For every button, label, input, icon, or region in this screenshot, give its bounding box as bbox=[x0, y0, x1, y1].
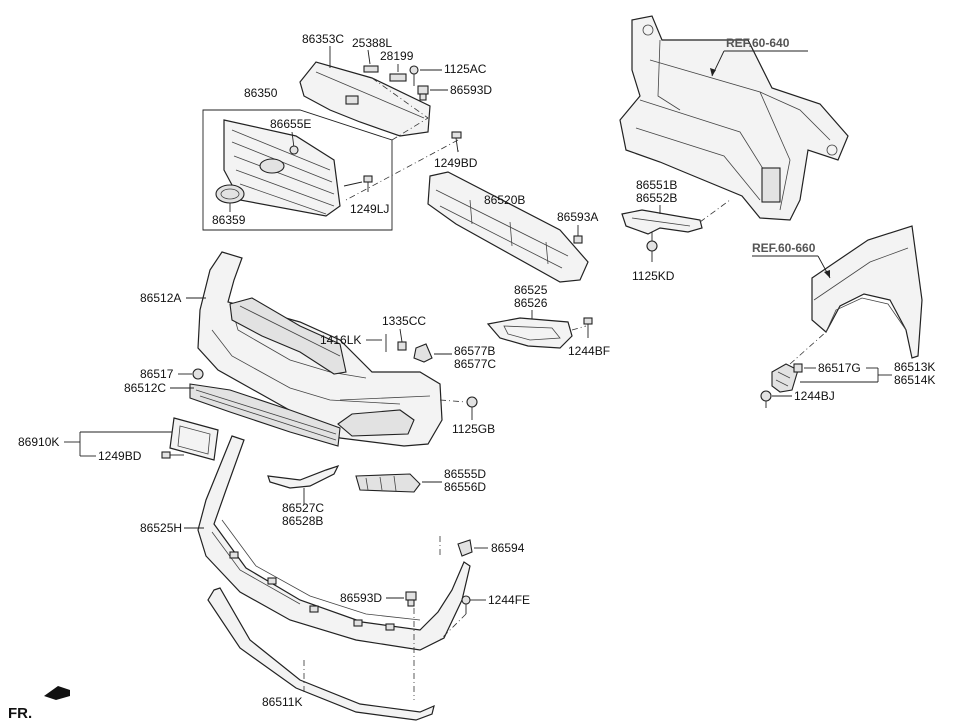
ref-60-640-label: REF.60-640 bbox=[726, 36, 790, 50]
label-86593d-low: 86593D bbox=[340, 591, 382, 605]
label-86552b: 86552B bbox=[636, 191, 677, 205]
upper-cover-86353c bbox=[299, 61, 431, 137]
ref-60-660-label: REF.60-660 bbox=[752, 241, 816, 255]
clip-25388l bbox=[363, 65, 379, 73]
screw-1244bf-icon bbox=[583, 317, 593, 338]
screw-1249bd-top: 1249BD bbox=[434, 131, 478, 170]
label-1244fe: 1244FE bbox=[488, 593, 530, 607]
lower-strip-86511k bbox=[207, 587, 435, 721]
label-86577b: 86577B bbox=[454, 344, 495, 358]
label-86910k: 86910K bbox=[18, 435, 59, 449]
label-86555d: 86555D bbox=[444, 467, 486, 481]
bolt-1125kd-icon bbox=[646, 240, 658, 262]
label-86528b: 86528B bbox=[282, 514, 323, 528]
clip-1335cc-icon bbox=[397, 341, 407, 351]
fog-lamp-bezel bbox=[486, 317, 573, 349]
clip-86593a-icon bbox=[573, 235, 583, 244]
label-1125gb: 1125GB bbox=[452, 422, 495, 436]
label-86525: 86525 bbox=[514, 283, 548, 297]
radiator-support-assembly bbox=[619, 15, 849, 221]
label-86526: 86526 bbox=[514, 296, 548, 310]
energy-absorber-86520b bbox=[427, 171, 589, 283]
label-1249bd-top: 1249BD bbox=[434, 156, 478, 170]
bolt-1244bj-icon bbox=[760, 390, 772, 408]
bolt-1125gb-icon bbox=[466, 396, 478, 420]
labels-86353c-group: 86353C 25388L 28199 1125AC 86593D bbox=[302, 32, 492, 101]
label-1335cc: 1335CC bbox=[382, 314, 426, 328]
label-86513k: 86513K bbox=[894, 360, 935, 374]
clip-86517g-icon bbox=[793, 363, 803, 373]
label-1125kd: 1125KD bbox=[632, 269, 675, 283]
clip-86594-icon bbox=[457, 539, 473, 557]
ref-60-660-callout: REF.60-660 bbox=[752, 241, 831, 279]
clip-86593d-top-icon bbox=[417, 85, 429, 101]
clip-86655e-icon bbox=[289, 145, 299, 155]
label-1249bd-low: 1249BD bbox=[98, 449, 142, 463]
bracket-86577b-icon bbox=[413, 343, 433, 363]
fender-bracket-86513k bbox=[771, 363, 799, 393]
front-direction-label: FR. bbox=[8, 705, 32, 722]
emblem-86359 bbox=[215, 184, 245, 204]
label-86511k: 86511K bbox=[262, 695, 302, 709]
label-25388l: 25388L bbox=[352, 36, 392, 50]
screw-1249lj-icon bbox=[363, 175, 373, 192]
bolt-1125ac-icon bbox=[409, 65, 419, 86]
radiator-grille bbox=[223, 119, 341, 217]
label-86593a: 86593A bbox=[557, 210, 598, 224]
label-86593d-top: 86593D bbox=[450, 83, 492, 97]
label-86594: 86594 bbox=[491, 541, 525, 555]
license-plate-bracket bbox=[169, 417, 219, 461]
label-86655e: 86655E bbox=[270, 117, 311, 131]
grille-box-86350: 86350 86655E 86359 1249LJ bbox=[202, 86, 393, 231]
label-86517: 86517 bbox=[140, 367, 174, 381]
clip-28199 bbox=[389, 73, 407, 82]
label-1244bj: 1244BJ bbox=[794, 389, 835, 403]
label-1125ac: 1125AC bbox=[444, 62, 487, 76]
bracket-86551b bbox=[621, 209, 703, 235]
ref-60-640-callout: REF.60-640 bbox=[710, 36, 808, 77]
label-86520b: 86520B bbox=[484, 193, 525, 207]
lower-bumper-86525h bbox=[197, 435, 471, 651]
label-86512a: 86512A bbox=[140, 291, 181, 305]
label-86359: 86359 bbox=[212, 213, 246, 227]
lower-grille-86512c bbox=[189, 383, 341, 447]
label-1244bf: 1244BF bbox=[568, 344, 610, 358]
screw-1244fe-icon bbox=[461, 595, 471, 614]
label-86525h: 86525H bbox=[140, 521, 182, 535]
screw-1249bd-low-icon bbox=[161, 451, 184, 459]
tow-cap-86517-icon bbox=[192, 368, 204, 380]
label-86517g: 86517G bbox=[818, 361, 861, 375]
label-86527c: 86527C bbox=[282, 501, 324, 515]
label-28199: 28199 bbox=[380, 49, 414, 63]
label-86556d: 86556D bbox=[444, 480, 486, 494]
label-86551b: 86551B bbox=[636, 178, 677, 192]
front-fender bbox=[811, 225, 923, 359]
bracket-86555d bbox=[355, 473, 421, 493]
arrow-left-icon bbox=[44, 686, 70, 700]
label-86512c: 86512C bbox=[124, 381, 166, 395]
label-86577c: 86577C bbox=[454, 357, 496, 371]
label-86353c: 86353C bbox=[302, 32, 344, 46]
garnish-86527c bbox=[267, 464, 340, 489]
upper-bumper-frame bbox=[229, 297, 347, 375]
label-86514k: 86514K bbox=[894, 373, 935, 387]
label-1416lk: 1416LK bbox=[320, 333, 361, 347]
clip-86593d-low-icon bbox=[405, 591, 417, 607]
label-86350: 86350 bbox=[244, 86, 278, 100]
label-1249lj: 1249LJ bbox=[350, 202, 389, 216]
front-direction-marker: FR. bbox=[8, 686, 70, 722]
